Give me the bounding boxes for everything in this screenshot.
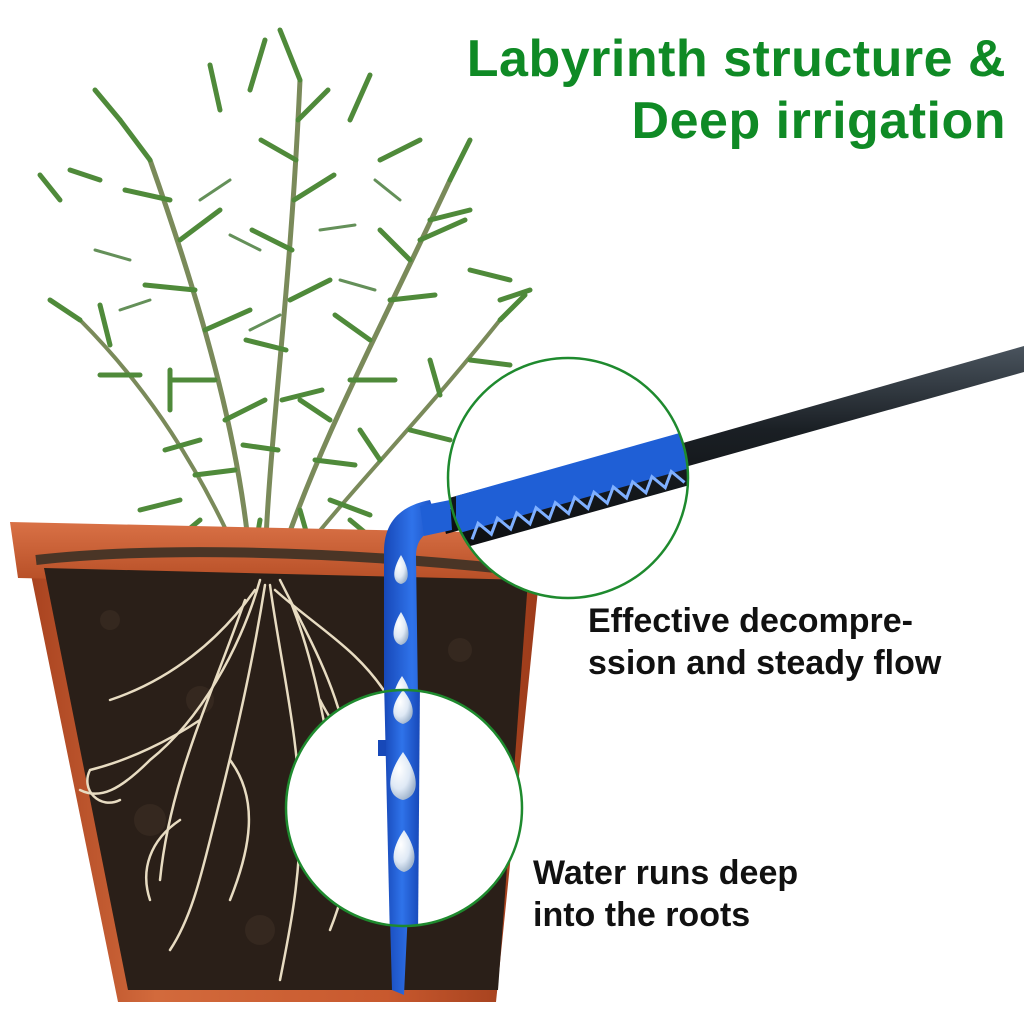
roots-callout	[284, 688, 524, 928]
headline-line-1: Labyrinth structure &	[466, 30, 1006, 88]
labyrinth-callout	[446, 356, 690, 600]
roots-caption-line-2: into the roots	[533, 896, 751, 934]
decompression-caption-line-1: Effective decompre-	[588, 602, 913, 640]
roots-caption: Water runs deep into the roots	[533, 852, 953, 936]
decompression-caption: Effective decompre- ssion and steady flo…	[588, 600, 1008, 684]
headline-line-2: Deep irrigation	[631, 92, 1006, 150]
headline: Labyrinth structure & Deep irrigation	[366, 28, 1006, 152]
roots-caption-line-1: Water runs deep	[533, 854, 799, 892]
rosemary-plant-icon	[37, 27, 533, 561]
decompression-caption-line-2: ssion and steady flow	[588, 644, 942, 682]
